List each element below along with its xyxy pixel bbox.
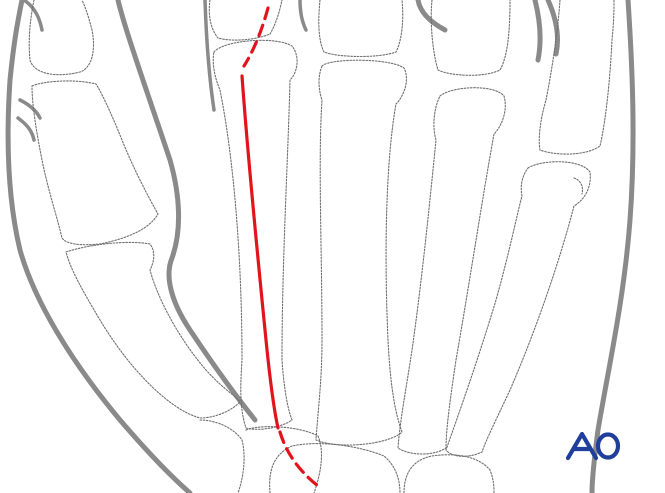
ao-logo-letter-a [565,431,599,461]
thumb-metacarpal [65,241,241,419]
incision-line [240,6,320,488]
ulnar-hand-skin [589,0,636,493]
index-bones [208,0,298,430]
index-finger-skin-left [203,0,216,112]
index-proximal-phalanx [212,39,298,430]
index-middle-phalanx [208,0,283,41]
ring-bones [397,0,511,455]
thumb-proximal-phalanx [31,80,159,246]
middle-proximal-metacarpal [315,59,407,446]
incision-distal-dashed [278,430,320,488]
middle-bones [315,0,407,446]
wrist-skin-crease [16,98,42,142]
thumb-bones [28,0,241,419]
thumb-distal-phalanx [28,0,95,76]
carpal-capitate [269,443,401,493]
middle-middle-phalanx [318,0,404,57]
carpal-hamate [403,454,495,493]
ring-proximal-metacarpal [397,87,506,455]
carpal-trapezium [199,419,245,493]
middle-finger-skin-gap [298,0,308,32]
thumb-nail-fold [22,0,44,32]
ao-logo-letter-o [595,432,621,460]
carpal-bones [199,419,495,493]
thumb-outer-skin [5,0,193,493]
thumb-web-skin [115,0,258,423]
carpal-trapezoid [245,426,323,493]
little-bones [445,0,615,457]
incision-proximal-dashed [242,6,270,68]
little-middle-phalanx [538,0,615,155]
little-finger-skin [532,0,561,63]
ao-logo: AO [565,431,621,461]
little-metacarpal [445,161,591,457]
little-metacarpal-head-notch [573,177,584,195]
incision-main-solid [240,74,280,430]
ring-finger-skin-gap [415,0,448,33]
ring-middle-phalanx [430,0,511,76]
skin-outline [5,0,636,493]
